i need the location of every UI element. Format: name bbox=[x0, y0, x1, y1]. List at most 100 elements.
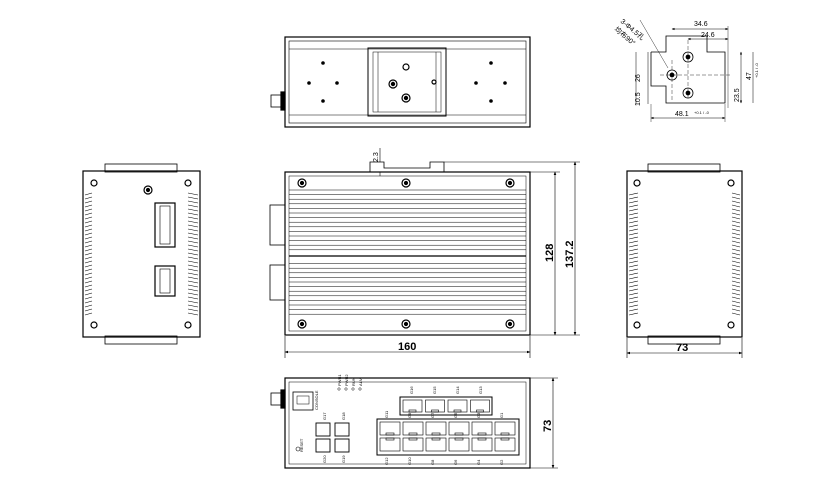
panel-dimensions bbox=[530, 377, 558, 469]
sfp-port-g20 bbox=[315, 438, 331, 453]
dim-10-5: 10.5 bbox=[635, 92, 642, 106]
side-fin bbox=[628, 272, 639, 276]
right-dimensions bbox=[626, 338, 743, 358]
side-fin bbox=[628, 304, 639, 308]
reset-label: RESET bbox=[299, 438, 304, 452]
screw-center-icon bbox=[403, 180, 409, 186]
side-fin bbox=[628, 284, 639, 288]
side-fin bbox=[628, 204, 639, 208]
side-fin bbox=[628, 220, 639, 224]
side-fin bbox=[628, 296, 639, 300]
side-fin bbox=[84, 300, 93, 304]
screw-center-icon bbox=[403, 321, 409, 327]
side-fin bbox=[187, 228, 199, 232]
side-fin bbox=[84, 240, 93, 244]
side-fin bbox=[731, 288, 741, 292]
side-fin bbox=[187, 240, 199, 244]
rj45-latch bbox=[385, 432, 395, 436]
console-label: CONSOLE bbox=[314, 390, 319, 410]
dim-34-6: 34.6 bbox=[694, 21, 708, 28]
side-fin bbox=[84, 304, 93, 308]
side-fin bbox=[628, 260, 639, 264]
side-fin bbox=[731, 304, 741, 308]
port-g12-label: G12 bbox=[384, 457, 389, 465]
side-fin bbox=[187, 212, 199, 216]
side-fin bbox=[628, 224, 639, 228]
side-fin bbox=[84, 264, 93, 268]
side-fin bbox=[731, 196, 741, 200]
side-fin bbox=[628, 240, 639, 244]
side-fin bbox=[187, 252, 199, 256]
side-fin bbox=[84, 224, 93, 228]
side-fin bbox=[84, 204, 93, 208]
side-fin bbox=[187, 200, 199, 204]
dim-47-tolerance: +0.1 / -0 bbox=[754, 62, 759, 78]
screw-icon bbox=[505, 319, 515, 329]
side-fin bbox=[187, 196, 199, 200]
side-fin bbox=[731, 300, 741, 304]
dim-48-1: 48.1 bbox=[675, 111, 689, 118]
side-fin bbox=[187, 272, 199, 276]
side-fin bbox=[731, 280, 741, 284]
side-fin bbox=[187, 304, 199, 308]
side-fin bbox=[84, 200, 93, 204]
side-fin bbox=[187, 264, 199, 268]
side-fin bbox=[84, 284, 93, 288]
depth-front-label: 73 bbox=[542, 420, 554, 432]
side-fin bbox=[187, 208, 199, 212]
side-fin bbox=[628, 292, 639, 296]
side-fin bbox=[628, 248, 639, 252]
side-fin bbox=[187, 236, 199, 240]
left-side-view bbox=[82, 163, 201, 345]
side-fin bbox=[731, 192, 741, 196]
side-fin bbox=[187, 308, 199, 312]
side-fin bbox=[84, 312, 93, 316]
side-fin bbox=[731, 296, 741, 300]
side-fin bbox=[187, 216, 199, 220]
side-fin bbox=[187, 280, 199, 284]
port-g5-label: G5 bbox=[453, 412, 458, 418]
side-fin bbox=[84, 196, 93, 200]
top-view bbox=[270, 36, 531, 128]
front-view bbox=[269, 161, 531, 336]
panel-labels: CONSOLE RESET PWR1 PWR2 RUN ALM G17 G18 … bbox=[299, 374, 504, 465]
height-inner-label: 128 bbox=[544, 244, 556, 262]
sfp-port-g19 bbox=[334, 438, 350, 453]
side-fin bbox=[731, 232, 741, 236]
rj45-latch bbox=[431, 432, 441, 436]
port-g11-label: G11 bbox=[384, 410, 389, 418]
side-fin bbox=[628, 252, 639, 256]
rj45-latch bbox=[477, 437, 487, 441]
port-g2-label: G2 bbox=[499, 459, 504, 465]
height-total-label: 137.2 bbox=[564, 240, 576, 268]
sfp-g19-label: G19 bbox=[341, 455, 346, 463]
side-fin bbox=[187, 204, 199, 208]
width-label: 160 bbox=[398, 341, 416, 353]
screw-center-icon bbox=[299, 180, 305, 186]
side-fin bbox=[84, 272, 93, 276]
side-fin bbox=[731, 236, 741, 240]
dim-24-6: 24.6 bbox=[701, 32, 715, 39]
side-fin bbox=[628, 280, 639, 284]
side-fin bbox=[84, 252, 93, 256]
side-fin bbox=[84, 212, 93, 216]
side-fin bbox=[187, 224, 199, 228]
mounting-detail bbox=[635, 19, 754, 122]
side-fin bbox=[731, 208, 741, 212]
rj45-latch bbox=[431, 437, 441, 441]
side-fin bbox=[628, 300, 639, 304]
side-fin bbox=[187, 248, 199, 252]
reset-button bbox=[295, 446, 301, 452]
front-dimensions bbox=[284, 148, 580, 358]
screw-center-icon bbox=[299, 321, 305, 327]
side-fin bbox=[731, 212, 741, 216]
rj45-latch bbox=[500, 437, 510, 441]
side-fin bbox=[628, 256, 639, 260]
rj45-latch bbox=[385, 437, 395, 441]
side-fin bbox=[84, 208, 93, 212]
side-fin bbox=[731, 252, 741, 256]
side-fin bbox=[731, 312, 741, 316]
side-fin bbox=[628, 288, 639, 292]
side-fin bbox=[84, 228, 93, 232]
side-fin bbox=[731, 292, 741, 296]
